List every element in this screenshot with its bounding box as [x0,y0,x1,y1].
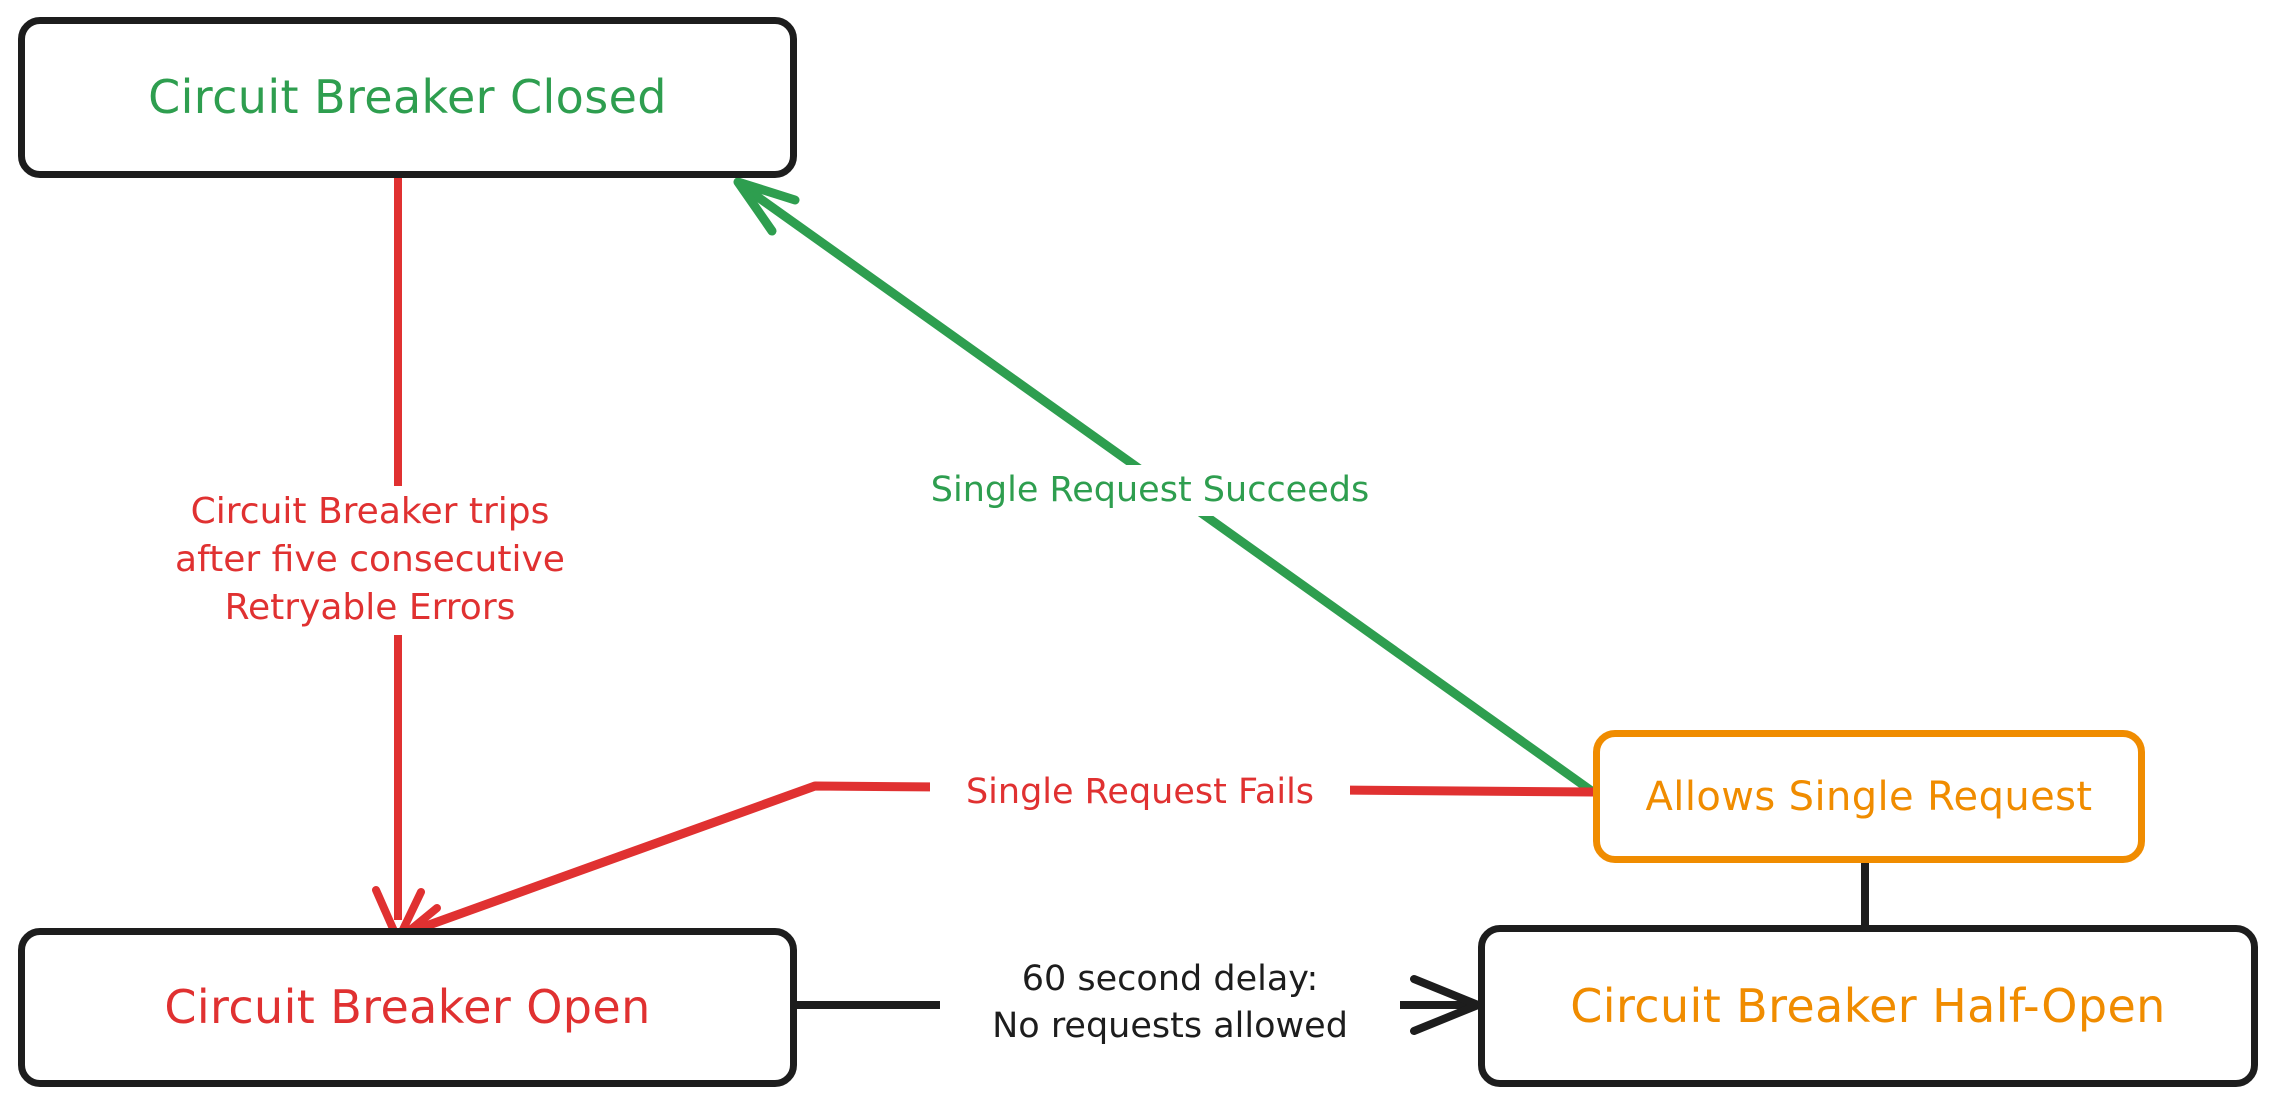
node-label-open: Circuit Breaker Open [164,980,651,1035]
node-circuit-breaker-half-open[interactable]: Circuit Breaker Half-Open [1478,925,2258,1087]
node-circuit-breaker-closed[interactable]: Circuit Breaker Closed [18,17,797,178]
node-label-closed: Circuit Breaker Closed [148,70,667,125]
edge-label-allows-to-closed: Single Request Succeeds [900,465,1400,516]
node-circuit-breaker-open[interactable]: Circuit Breaker Open [18,928,797,1087]
node-allows-single-request[interactable]: Allows Single Request [1593,730,2145,863]
edge-label-allows-to-open: Single Request Fails [930,767,1350,818]
edge-label-open-to-halfopen: 60 second delay: No requests allowed [940,954,1400,1052]
edge-label-closed-to-open: Circuit Breaker trips after five consecu… [165,486,575,635]
node-label-half-open: Circuit Breaker Half-Open [1570,978,2166,1033]
node-label-allows-single-request: Allows Single Request [1645,773,2093,820]
